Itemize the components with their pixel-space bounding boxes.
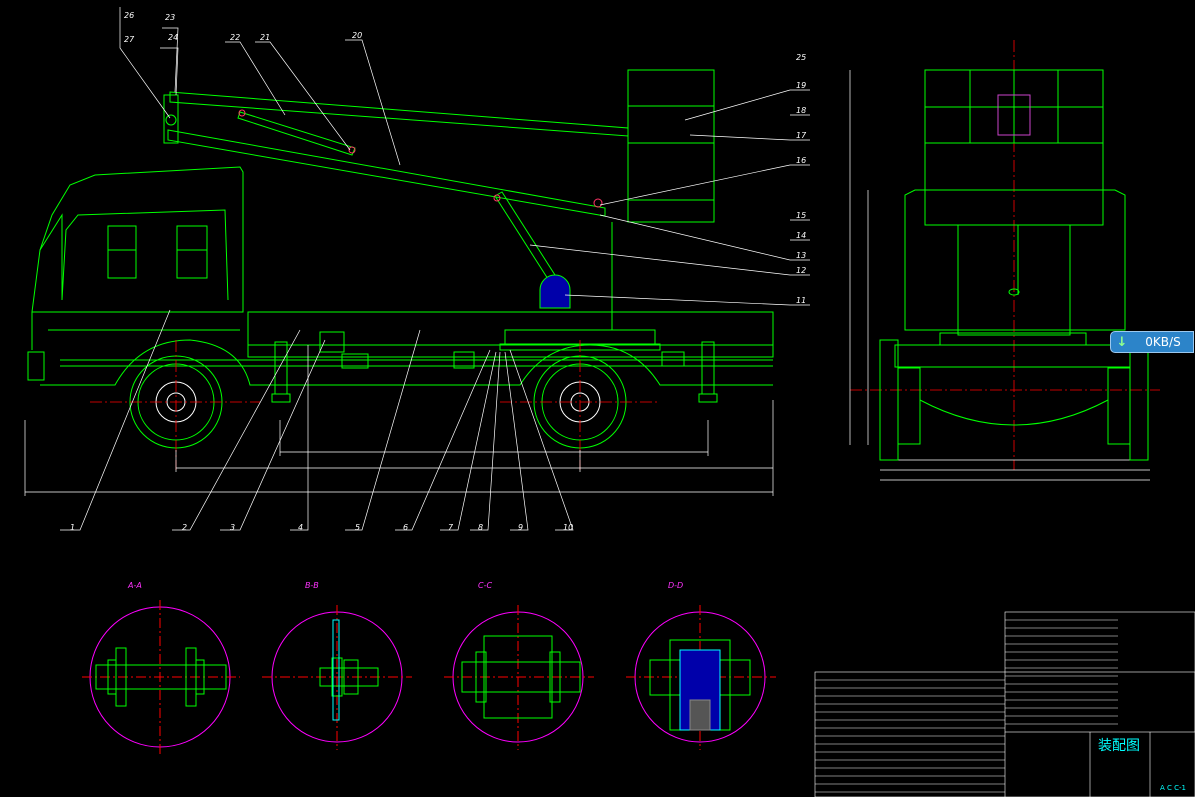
balloon-19: 19 [796, 81, 806, 90]
drawing-code: A C C-1 [1160, 784, 1186, 792]
network-speed-badge[interactable]: ↓ 0KB/S [1110, 331, 1194, 353]
section-a-detail [82, 600, 240, 754]
balloon-24: 24 [168, 33, 178, 42]
balloon-27: 27 [124, 35, 135, 44]
balloon-4: 4 [298, 523, 303, 532]
truck-side-view [27, 69, 774, 449]
section-label-d: D-D [668, 581, 683, 590]
balloon-7: 7 [448, 523, 454, 532]
section-label-b: B-B [305, 581, 319, 590]
rear-view [879, 69, 1149, 461]
balloon-2: 2 [182, 523, 187, 532]
section-labels: A-A B-B C-C D-D [127, 581, 683, 590]
balloon-12: 12 [796, 266, 806, 275]
balloon-labels: 1 2 3 4 5 6 7 8 9 10 11 12 13 14 15 16 1… [70, 11, 807, 532]
title-block [814, 611, 1195, 797]
balloon-15: 15 [796, 211, 806, 220]
balloon-18: 18 [796, 106, 806, 115]
section-details [82, 600, 776, 754]
balloon-1: 1 [70, 523, 75, 532]
section-d-detail [626, 605, 776, 750]
balloon-25: 25 [796, 53, 806, 62]
balloon-8: 8 [478, 523, 483, 532]
balloon-11: 11 [796, 296, 806, 305]
down-arrow-icon: ↓ [1116, 334, 1128, 350]
balloon-23: 23 [165, 13, 175, 22]
balloon-20: 20 [352, 31, 362, 40]
balloon-21: 21 [260, 33, 270, 42]
balloon-26: 26 [124, 11, 134, 20]
balloon-3: 3 [230, 523, 235, 532]
leader-lines [60, 7, 810, 531]
section-b-detail [262, 605, 412, 750]
section-label-a: A-A [127, 581, 142, 590]
balloon-14: 14 [796, 231, 806, 240]
balloon-22: 22 [230, 33, 240, 42]
drawing-title: 装配图 [1098, 738, 1140, 754]
dimension-lines [24, 70, 1150, 496]
balloon-9: 9 [518, 523, 523, 532]
balloon-13: 13 [796, 251, 806, 260]
centerlines [90, 40, 1160, 470]
parts-list-rows [815, 619, 1118, 793]
section-label-c: C-C [478, 581, 492, 590]
balloon-16: 16 [796, 156, 806, 165]
balloon-6: 6 [403, 523, 408, 532]
balloon-5: 5 [355, 523, 360, 532]
balloon-10: 10 [563, 523, 573, 532]
balloon-17: 17 [796, 131, 807, 140]
section-c-detail [444, 605, 594, 750]
network-speed-value: 0KB/S [1145, 335, 1181, 349]
